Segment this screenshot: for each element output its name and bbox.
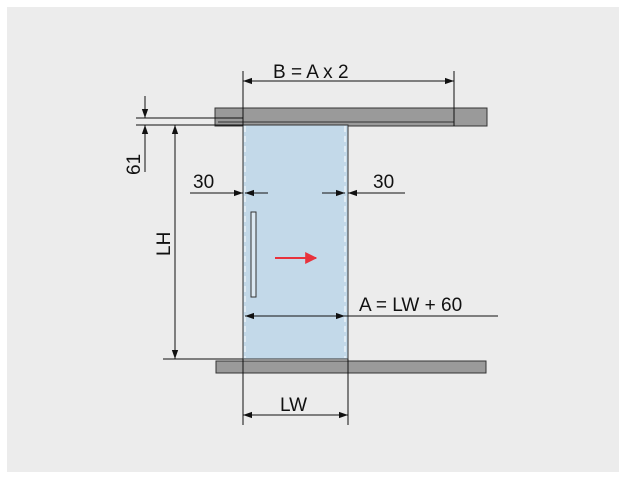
door-leaf [242,124,349,360]
b-equation-label: B = A x 2 [273,62,349,83]
lh-label: LH [154,232,175,256]
floor-track [215,360,487,374]
dim-30-left-label: 30 [193,172,214,193]
dim-61-label: 61 [124,154,145,175]
lw-label: LW [280,395,307,416]
top-track [214,107,488,127]
door-handle [250,211,257,298]
dim-30-right-label: 30 [373,172,394,193]
a-equation-label: A = LW + 60 [359,295,462,316]
